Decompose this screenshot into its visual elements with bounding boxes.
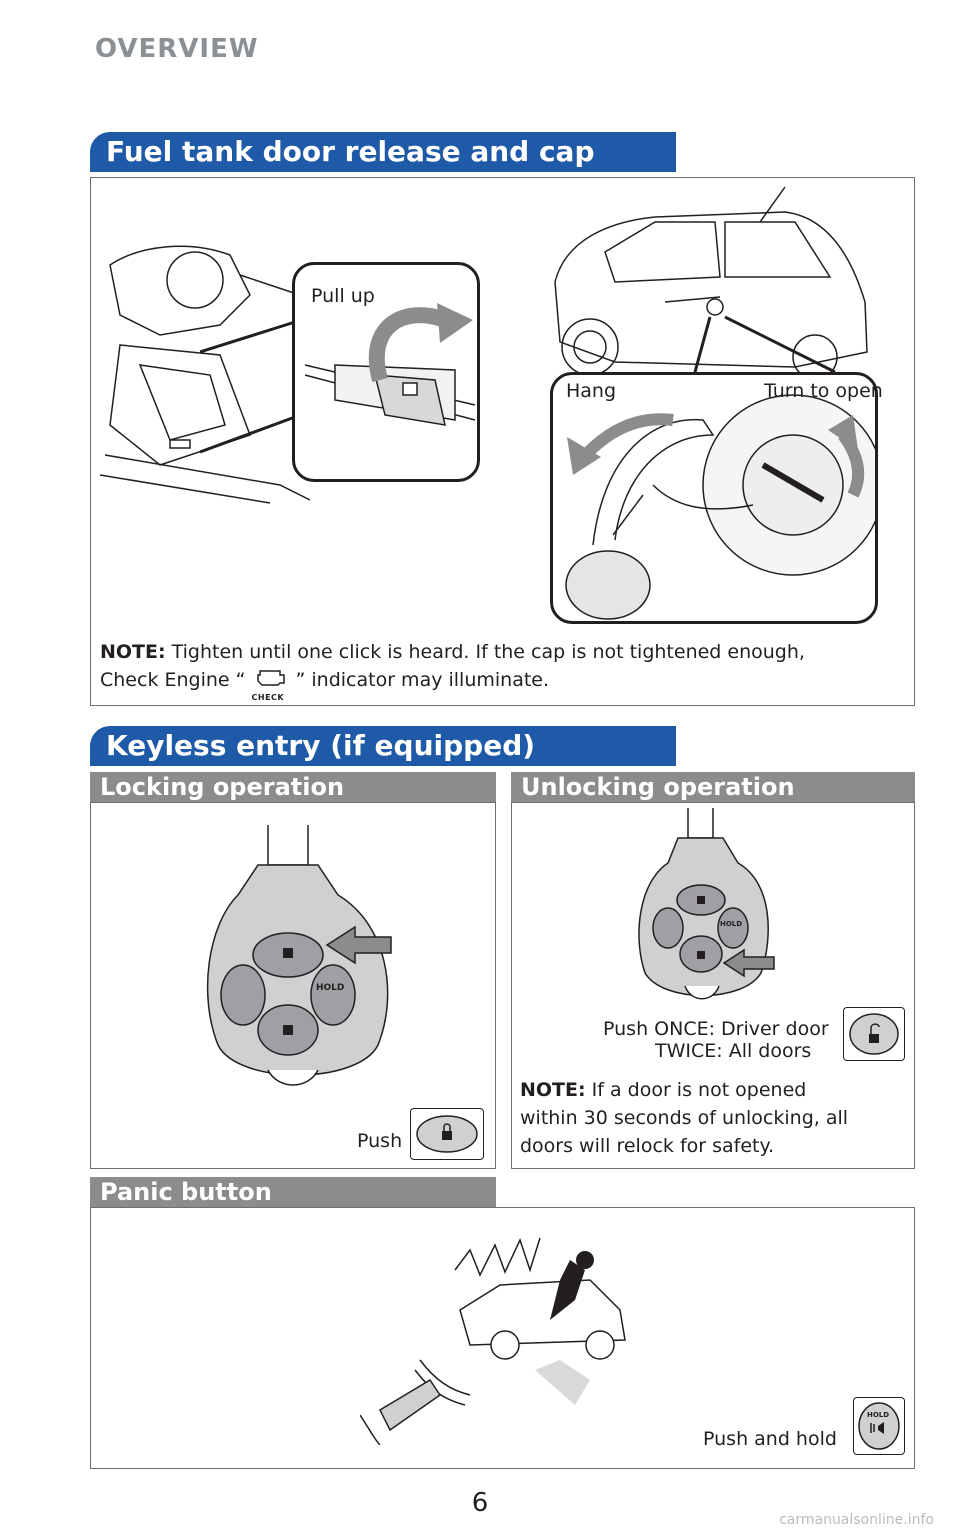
keyless-section-header: Keyless entry (if equipped) bbox=[90, 726, 676, 766]
lock-button-icon bbox=[410, 1108, 484, 1160]
page-section-title: OVERVIEW bbox=[95, 34, 259, 64]
fuel-cap-callout bbox=[550, 372, 878, 624]
locking-subheader: Locking operation bbox=[90, 772, 496, 802]
hang-label: Hang bbox=[566, 380, 617, 402]
check-engine-icon: CHECK bbox=[250, 667, 292, 702]
release-lever-callout: Pull up bbox=[200, 262, 480, 482]
hold-text-unlocking: HOLD bbox=[720, 920, 743, 928]
unlocking-note-line3: doors will relock for safety. bbox=[520, 1135, 775, 1157]
locking-title: Locking operation bbox=[100, 773, 345, 801]
pull-up-label: Pull up bbox=[311, 285, 375, 307]
unlocking-note-label: NOTE: bbox=[520, 1079, 586, 1101]
unlock-button-icon bbox=[843, 1007, 905, 1061]
locking-arrow-icon bbox=[325, 925, 395, 965]
panic-illustration bbox=[360, 1230, 640, 1445]
push-twice-label: TWICE: All doors bbox=[655, 1040, 812, 1062]
key-fob-unlocking-illustration: HOLD bbox=[633, 808, 773, 1008]
hold-text-locking: HOLD bbox=[316, 983, 345, 993]
panic-title: Panic button bbox=[100, 1178, 272, 1206]
unlocking-arrow-icon bbox=[722, 948, 776, 978]
fuel-section-title: Fuel tank door release and cap bbox=[106, 135, 595, 168]
watermark-text: carmanualsonline.info bbox=[779, 1512, 934, 1528]
fuel-note-label: NOTE: bbox=[100, 641, 166, 663]
unlocking-note-line1: If a door is not opened bbox=[585, 1079, 807, 1101]
keyless-section-title: Keyless entry (if equipped) bbox=[106, 729, 536, 762]
fuel-note-line2a: Check Engine “ bbox=[100, 669, 246, 691]
unlocking-note: NOTE: If a door is not opened within 30 … bbox=[520, 1076, 910, 1160]
check-engine-icon-text: CHECK bbox=[251, 693, 285, 702]
fuel-note-line2b: ” indicator may illuminate. bbox=[295, 669, 550, 691]
push-and-hold-label: Push and hold bbox=[703, 1428, 837, 1450]
fuel-note-line1: Tighten until one click is heard. If the… bbox=[165, 641, 805, 663]
panic-subheader: Panic button bbox=[90, 1177, 496, 1207]
hold-text-panic: HOLD bbox=[867, 1411, 890, 1419]
page-number: 6 bbox=[471, 1488, 489, 1518]
fuel-section-header: Fuel tank door release and cap bbox=[90, 132, 676, 172]
push-label: Push bbox=[357, 1130, 403, 1152]
panic-hold-button-icon: HOLD bbox=[853, 1397, 905, 1455]
fuel-note: NOTE: Tighten until one click is heard. … bbox=[100, 638, 910, 702]
push-once-label: Push ONCE: Driver door bbox=[603, 1018, 829, 1040]
unlocking-title: Unlocking operation bbox=[521, 773, 795, 801]
turn-to-open-label: Turn to open bbox=[764, 380, 883, 402]
car-exterior-illustration bbox=[545, 182, 875, 392]
unlocking-note-line2: within 30 seconds of unlocking, all bbox=[520, 1107, 849, 1129]
unlocking-subheader: Unlocking operation bbox=[511, 772, 915, 802]
